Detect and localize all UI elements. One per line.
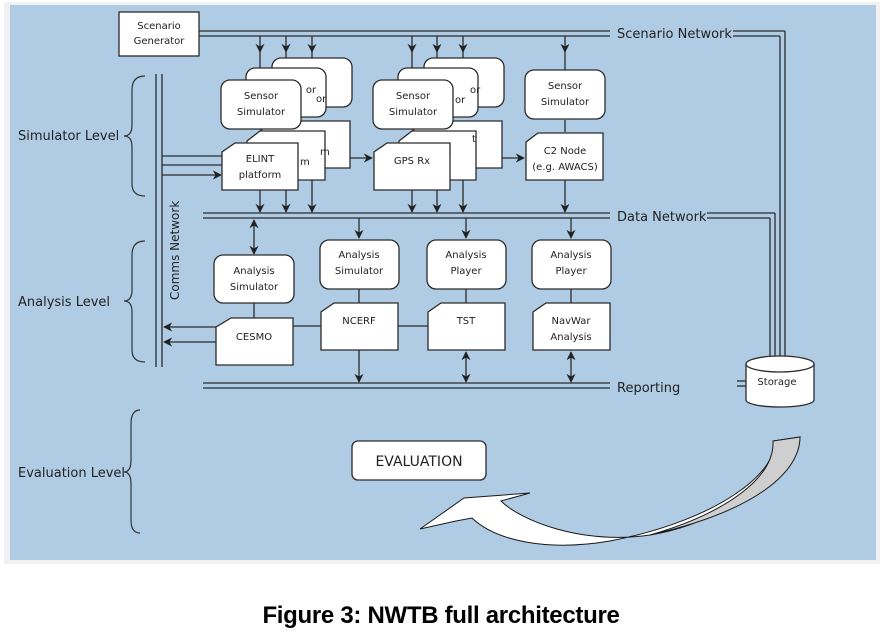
sensor-simulator-2-node: Sensor Simulator	[372, 79, 454, 130]
analysis-simulator-1-node: Analysis Simulator	[213, 254, 295, 304]
sensor-simulator-3-line2: Simulator	[541, 97, 590, 108]
c2-node: C2 Node (e.g. AWACS)	[525, 132, 604, 181]
storage-node: Storage	[745, 355, 815, 408]
analysis-simulator-1-line1: Analysis	[233, 266, 274, 277]
analysis-player-1-line1: Analysis	[445, 250, 486, 261]
stack1-back1-sensor-text: or	[316, 94, 327, 105]
sensor-simulator-2-line2: Simulator	[389, 107, 438, 118]
simulator-level-brace	[123, 75, 146, 197]
sensor-simulator-3-line1: Sensor	[548, 81, 583, 92]
reporting-bus	[203, 380, 746, 389]
tst-node: TST	[427, 302, 506, 351]
data-network-bus	[203, 212, 776, 360]
evaluation-level-brace	[123, 409, 141, 534]
stack2-back-sensor-text: or	[470, 85, 481, 96]
elint-platform-line2: platform	[239, 170, 282, 181]
evaluation-label: EVALUATION	[375, 454, 462, 470]
sensor-simulator-2-line1: Sensor	[396, 91, 431, 102]
analysis-simulator-1-line2: Simulator	[230, 282, 279, 293]
feedback-arrow	[419, 436, 801, 546]
elint-platform-line1: ELINT	[246, 154, 275, 165]
sensor-simulator-1-line2: Simulator	[237, 107, 286, 118]
evaluation-level-label: Evaluation Level	[18, 466, 125, 481]
evaluation-node: EVALUATION	[351, 440, 487, 481]
stack1-back-platform-text: m	[320, 147, 330, 158]
cesmo-label: CESMO	[236, 332, 272, 343]
cesmo-node: CESMO	[215, 317, 294, 366]
c2-node-line1: C2 Node	[544, 146, 587, 157]
storage-label: Storage	[757, 377, 796, 388]
navwar-line2: Analysis	[550, 332, 591, 343]
analysis-simulator-2-node: Analysis Simulator	[319, 239, 400, 290]
c2-node-line2: (e.g. AWACS)	[532, 162, 598, 173]
analysis-level-label: Analysis Level	[18, 295, 110, 310]
ncerf-label: NCERF	[342, 316, 376, 327]
scenario-generator-line2: Generator	[134, 36, 186, 47]
analysis-player-2-node: Analysis Player	[531, 239, 612, 290]
reporting-label: Reporting	[617, 381, 680, 396]
ncerf-node: NCERF	[320, 302, 399, 351]
analysis-simulator-2-line1: Analysis	[338, 250, 379, 261]
stack2-back-platform-text: t	[472, 134, 476, 145]
navwar-line1: NavWar	[551, 316, 591, 327]
scenario-generator-line1: Scenario	[137, 21, 180, 32]
comms-network-bus	[155, 74, 163, 367]
simulator-level-label: Simulator Level	[18, 129, 119, 144]
figure-caption: Figure 3: NWTB full architecture	[262, 602, 620, 629]
analysis-simulator-2-line2: Simulator	[335, 266, 384, 277]
scenario-network-label: Scenario Network	[617, 27, 732, 42]
analysis-player-1-node: Analysis Player	[426, 239, 507, 290]
data-network-label: Data Network	[617, 210, 707, 225]
scenario-network-bus	[199, 30, 786, 360]
tst-label: TST	[456, 316, 476, 327]
stack2-back1-sensor-text: or	[455, 95, 466, 106]
analysis-player-2-line2: Player	[555, 266, 587, 277]
scenario-generator-node: Scenario Generator	[118, 11, 200, 57]
stack1-back1-platform-text: m	[300, 157, 310, 168]
sensor-simulator-3-node: Sensor Simulator	[524, 69, 606, 120]
gps-rx-node: GPS Rx	[373, 142, 451, 191]
sensor-simulator-1-node: Sensor Simulator	[220, 79, 302, 130]
analysis-level-brace	[123, 240, 146, 363]
analysis-player-1-line2: Player	[450, 266, 482, 277]
navwar-analysis-node: NavWar Analysis	[532, 302, 611, 351]
comms-network-label: Comms Network	[168, 201, 182, 300]
elint-platform-node: ELINT platform	[221, 142, 299, 191]
analysis-player-2-line1: Analysis	[550, 250, 591, 261]
stack1-back-sensor-text: or	[306, 85, 317, 96]
gps-rx-label: GPS Rx	[394, 156, 430, 167]
sensor-simulator-1-line1: Sensor	[244, 91, 279, 102]
